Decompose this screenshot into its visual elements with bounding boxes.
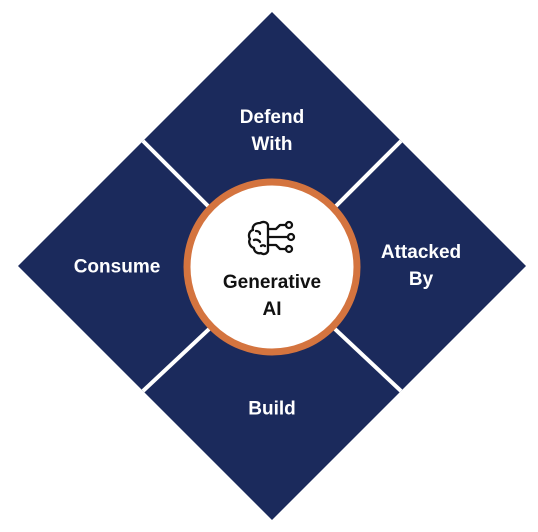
center-circle [183,178,361,356]
quadrant-label-consume: Consume [73,256,161,278]
quadrant-label-attacked-by: Attacked By [380,242,462,290]
quadrant-label-build: Build [248,398,296,420]
quadrant-label-defend-with: Defend With [239,107,305,155]
brain-circuit-icon [246,217,298,257]
center-label: Generative AI [222,272,322,320]
